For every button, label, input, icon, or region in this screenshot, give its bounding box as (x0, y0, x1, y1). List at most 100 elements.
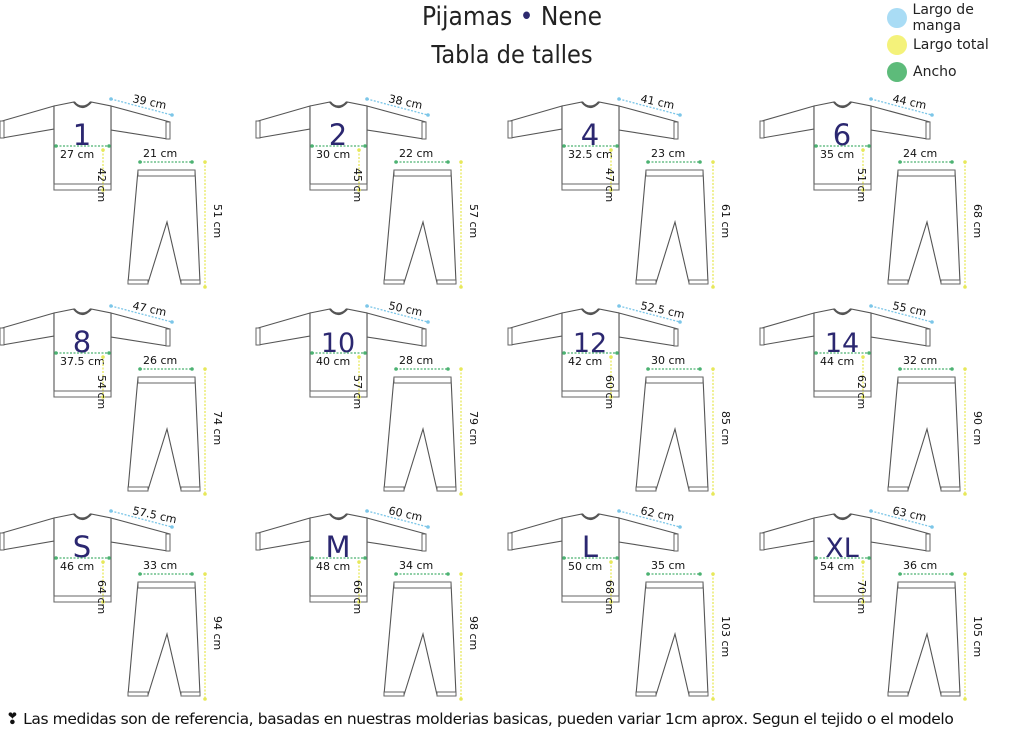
pants-outline (635, 376, 709, 491)
shirt-left-cuff (255, 327, 261, 346)
waist-measure-line-end-a (394, 572, 398, 576)
chest-measure-line-end-a (54, 144, 58, 148)
sleeve-measure-line-end-b (678, 113, 682, 117)
waist-measure-line-end-a (646, 160, 650, 164)
chest-measure: 30 cm (316, 148, 350, 161)
pants-length-measure: 61 cm (719, 204, 732, 238)
shirt-length-measure: 70 cm (855, 580, 868, 614)
size-label: 8 (73, 325, 91, 359)
chest-measure: 42 cm (568, 355, 602, 368)
pants-length-measure-line-end-b (459, 492, 463, 496)
shirt-left-cuff (255, 532, 261, 551)
shirt-left-cuff (759, 327, 765, 346)
title-left: Pijamas (421, 2, 513, 32)
shirt-hem (309, 390, 368, 398)
pants-length-measure-line-end-a (203, 160, 207, 164)
pants-outline (127, 581, 201, 696)
pants-right-cuff (180, 486, 201, 492)
waist-measure: 21 cm (143, 147, 177, 160)
sleeve-measure-line-end-a (869, 509, 873, 513)
shirt-length-measure-line-end-a (609, 560, 613, 564)
title-dot: • (519, 2, 534, 32)
shirt-length-measure-line-end-b (609, 600, 613, 604)
shirt-collar (73, 513, 92, 521)
waist-measure-line-end-a (646, 367, 650, 371)
waist-measure-line-end-b (950, 160, 954, 164)
sleeve-measure-line (870, 98, 933, 116)
shirt-left-cuff (507, 120, 513, 139)
pants-waistband (897, 376, 956, 384)
waist-measure-line-end-a (898, 160, 902, 164)
sleeve-measure-line-end-a (365, 509, 369, 513)
pants-length-measure: 85 cm (719, 411, 732, 445)
pants-left-cuff (383, 279, 405, 285)
shirt-left-sleeve (761, 105, 815, 139)
shirt-length-measure: 60 cm (603, 375, 616, 409)
pants-length-measure: 79 cm (467, 411, 480, 445)
pants-left-cuff (127, 486, 149, 492)
sleeve-measure-line-end-a (617, 97, 621, 101)
waist-measure-line-end-a (646, 572, 650, 576)
sleeve-measure-line-end-a (869, 304, 873, 308)
waist-measure: 36 cm (903, 559, 937, 572)
chest-measure-line-end-b (107, 556, 111, 560)
waist-measure-line-end-b (190, 572, 194, 576)
pants-outline (887, 376, 961, 491)
pants-length-measure: 103 cm (719, 616, 732, 657)
pants-outline (383, 581, 457, 696)
shirt-length-measure: 47 cm (603, 168, 616, 202)
sleeve-measure-line (110, 98, 173, 116)
pants-left-cuff (635, 486, 657, 492)
pants-length-measure: 90 cm (971, 411, 984, 445)
chest-measure-line-end-a (310, 556, 314, 560)
pants-left-cuff (887, 279, 909, 285)
pants-length-measure-line-end-a (963, 572, 967, 576)
shirt-length-measure-line-end-a (861, 355, 865, 359)
shirt-right-cuff (673, 533, 679, 552)
pants-waistband (645, 169, 704, 177)
pants-length-measure-line-end-a (711, 160, 715, 164)
size-label: 10 (321, 328, 355, 359)
chest-measure-line-end-a (310, 144, 314, 148)
footnote: ❣ Las medidas son de referencia, basadas… (6, 710, 954, 728)
size-label: L (582, 530, 598, 564)
waist-measure-line-end-b (698, 160, 702, 164)
pants-right-cuff (688, 486, 709, 492)
pants-length-measure-line-end-b (203, 697, 207, 701)
chest-measure-line-end-b (867, 144, 871, 148)
sleeve-measure-line (110, 510, 173, 528)
shirt-length-measure-line-end-a (861, 148, 865, 152)
pants-length-measure-line-end-a (203, 367, 207, 371)
waist-measure-line-end-b (446, 160, 450, 164)
shirt-length-measure-line-end-a (609, 148, 613, 152)
chest-measure: 46 cm (60, 560, 94, 573)
pants-right-cuff (436, 279, 457, 285)
shirt-right-cuff (421, 533, 427, 552)
shirt-length-measure-line-end-b (101, 395, 105, 399)
shirt-right-cuff (165, 533, 171, 552)
shirt-collar (833, 308, 852, 316)
sleeve-measure-line (870, 305, 933, 323)
pants-length-measure-line-end-a (963, 367, 967, 371)
legend-swatch-length (887, 34, 907, 55)
chest-measure-line-end-b (615, 556, 619, 560)
shirt-length-measure-line-end-b (357, 600, 361, 604)
pants-right-cuff (688, 691, 709, 697)
pants-length-measure-line-end-a (711, 367, 715, 371)
pants-left-cuff (127, 691, 149, 697)
chest-measure-line-end-b (363, 144, 367, 148)
shirt-right-cuff (925, 328, 931, 347)
sleeve-measure-line (366, 305, 429, 323)
shirt-left-cuff (507, 532, 513, 551)
sleeve-measure-line-end-b (170, 525, 174, 529)
pants-left-cuff (887, 691, 909, 697)
pants-waistband (897, 169, 956, 177)
shirt-length-measure: 51 cm (855, 168, 868, 202)
pants-waistband (137, 376, 196, 384)
waist-measure: 34 cm (399, 559, 433, 572)
